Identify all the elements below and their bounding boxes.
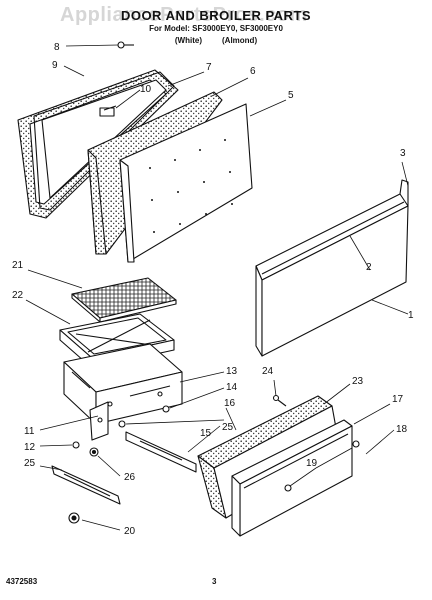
screw-part-10 xyxy=(103,105,117,111)
callout-13: 13 xyxy=(226,366,238,377)
callout-12: 12 xyxy=(24,442,36,453)
callout-14: 14 xyxy=(226,382,238,393)
callout-2: 2 xyxy=(366,262,372,273)
model-subtitle: For Model: SF3000EY0, SF3000EY0 xyxy=(149,24,283,33)
roller-part-20 xyxy=(68,512,80,524)
drawer-front-panel xyxy=(231,419,353,537)
color-variants: (White) (Almond) xyxy=(0,36,432,45)
callout-20: 20 xyxy=(124,526,136,537)
callout-6: 6 xyxy=(250,66,256,77)
callout-leaders xyxy=(25,44,409,531)
callout-17: 17 xyxy=(392,394,404,405)
watermark: AppliancePartsPros.com xyxy=(60,4,308,26)
screw-part-24 xyxy=(272,394,287,407)
callout-8: 8 xyxy=(54,42,60,53)
roller-part-26 xyxy=(89,447,99,457)
variant-almond: (Almond) xyxy=(222,36,258,45)
callout-21: 21 xyxy=(12,260,24,271)
callout-26: 26 xyxy=(124,472,136,483)
handle-clip xyxy=(284,440,360,492)
page-number: 3 xyxy=(212,577,217,586)
broiler-grid xyxy=(71,277,177,323)
callout-19: 19 xyxy=(306,458,318,469)
callout-10: 10 xyxy=(140,84,152,95)
callout-18: 18 xyxy=(396,424,408,435)
washer-part-15 xyxy=(118,420,126,428)
door-liner xyxy=(33,71,175,211)
callout-3: 3 xyxy=(400,148,406,159)
callout-1: 1 xyxy=(408,310,414,321)
callout-7: 7 xyxy=(206,62,212,73)
callout-24: 24 xyxy=(262,366,274,377)
broiler-drawer xyxy=(63,343,183,425)
slide-rail-lower xyxy=(51,465,121,505)
callout-25-lower: 25 xyxy=(24,458,36,469)
variant-white: (White) xyxy=(174,36,202,45)
drawer-bracket xyxy=(89,401,109,441)
callout-22: 22 xyxy=(12,290,24,301)
callout-11: 11 xyxy=(24,426,35,437)
callout-23: 23 xyxy=(352,376,364,387)
drawer-slide-rail xyxy=(125,431,197,473)
callout-5: 5 xyxy=(288,90,294,101)
inner-door-panel xyxy=(119,103,253,263)
screw-part-14 xyxy=(162,405,170,413)
outer-door-panel xyxy=(255,193,409,357)
callout-16: 16 xyxy=(224,398,236,409)
callout-15: 15 xyxy=(200,428,212,439)
page-title: DOOR AND BROILER PARTS xyxy=(120,8,312,23)
door-hinge-part-3 xyxy=(399,179,409,206)
document-number: 4372583 xyxy=(6,577,38,586)
callout-labels: 8 9 7 6 5 10 3 2 1 21 22 13 14 24 23 11 … xyxy=(12,42,414,537)
screw-part-8 xyxy=(117,41,134,49)
callout-9: 9 xyxy=(52,60,58,71)
clip-part-12 xyxy=(72,441,80,449)
callout-25-upper: 25 xyxy=(222,422,234,433)
